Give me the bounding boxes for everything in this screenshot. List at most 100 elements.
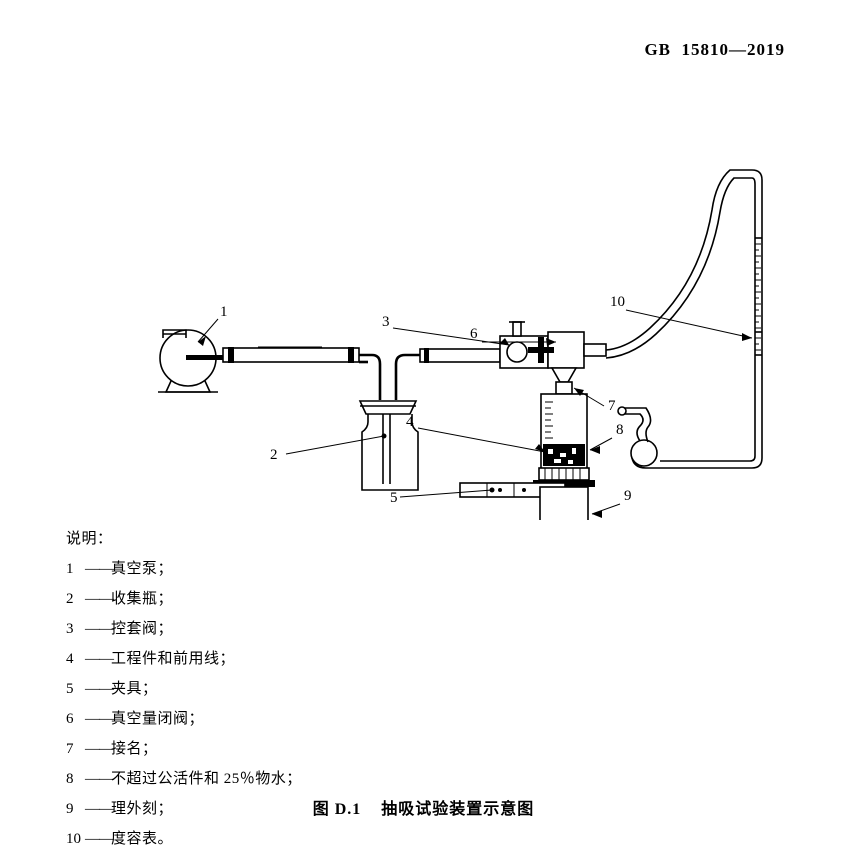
legend-item-number: 3 [66, 621, 74, 637]
tube-collar-right [348, 347, 354, 363]
tube-horizontal-mid [419, 348, 501, 363]
legend-item-number: 5 [66, 681, 74, 697]
legend-item-number: 2 [66, 591, 74, 607]
legend-item: 3 —— 控套阀； [66, 614, 486, 644]
leader-5 [399, 489, 493, 498]
pump-shaft [186, 355, 228, 360]
legend-item-number: 9 [66, 801, 74, 817]
leader-2 [285, 435, 385, 455]
manometer-outer-wall [660, 169, 763, 469]
leader-8 [589, 437, 613, 451]
legend-item: 10 —— 度容表。 [66, 824, 486, 854]
arrowhead-6 [546, 338, 556, 346]
cylinder-body [539, 486, 589, 520]
apparatus-schematic: 1 2 3 4 5 6 7 [158, 169, 763, 520]
manometer-scale [755, 237, 762, 356]
standard-code-header: GB 15810—2019 [644, 40, 785, 59]
leader-1 [197, 318, 219, 343]
legend-item: 7 —— 接名； [66, 734, 486, 764]
collar-ribs [544, 468, 581, 480]
arrowhead-4 [535, 444, 545, 452]
arrowhead-1 [198, 336, 206, 346]
legend-title: 说明： [66, 531, 113, 547]
legend-item-text: 不超过公活件和 25％物水； [111, 771, 302, 787]
manometer-group [617, 169, 763, 469]
legend-item-number: 10 [66, 831, 81, 847]
legend-dash: —— [85, 621, 114, 637]
tube-collar-mid [424, 348, 429, 363]
scale-minor-ticks [755, 243, 761, 351]
callout-number-7: 7 [608, 398, 616, 414]
legend-item-text: 理外刻； [111, 801, 174, 817]
valve-down-adapter [550, 367, 578, 383]
legend-item-text: 夹具； [111, 681, 158, 697]
leader-10 [625, 309, 753, 339]
arrowhead-7 [574, 388, 584, 396]
filter-speck-e [568, 460, 573, 464]
legend-item-number: 8 [66, 771, 74, 787]
valve-block-group [499, 321, 607, 395]
syringe-holder-group [533, 393, 595, 487]
tee-to-valve-tube [419, 348, 501, 363]
lower-cylinder-group [539, 486, 589, 520]
legend-item-text: 收集瓶； [111, 591, 174, 607]
legend-item-number: 6 [66, 711, 74, 727]
pump-to-tee-tube [222, 346, 360, 363]
valve-cross-v [538, 337, 544, 363]
callout-number-9: 9 [624, 488, 632, 504]
filter-speck-b [560, 453, 566, 457]
callout-number-4: 4 [406, 414, 414, 430]
legend-item-number: 1 [66, 561, 74, 577]
legend-item-number: 4 [66, 651, 74, 667]
legend-item: 2 —— 收集瓶； [66, 584, 486, 614]
callout-layer: 1 2 3 4 5 6 7 [197, 294, 753, 518]
legend-item-text: 工程件和前用线； [111, 651, 236, 667]
tee-and-bottle-group [358, 353, 420, 491]
leader-dot-2 [381, 433, 387, 439]
legend-item-text: 接名； [111, 741, 158, 757]
bulb-nozzle-tip [617, 406, 627, 416]
legend-item-text: 真空量闭阀； [111, 711, 205, 727]
valve-outlet-stub [583, 343, 607, 357]
clamp-pin-b [522, 488, 526, 492]
tube-elbow-down [359, 353, 382, 400]
stopcock-stem [512, 321, 522, 337]
hose-inner-edge [605, 177, 752, 359]
figure-diagram: 1 2 3 4 5 6 7 [0, 70, 847, 520]
bulb-hook-neck [624, 413, 644, 442]
manometer-bulb-group [617, 406, 660, 469]
legend-item: 1 —— 真空泵； [66, 554, 486, 584]
tube-collar-left [228, 347, 234, 363]
filter-speck-a [548, 449, 553, 454]
legend-dash: —— [85, 651, 114, 667]
legend-dash: —— [85, 711, 114, 727]
leader-dot-5 [489, 487, 495, 493]
legend-item: 5 —— 夹具； [66, 674, 486, 704]
legend-item-text: 度容表。 [111, 831, 174, 847]
legend-item: 6 —— 真空量闭阀； [66, 704, 486, 734]
legend-item-number: 7 [66, 741, 74, 757]
callout-number-10: 10 [610, 294, 625, 310]
callout-number-1: 1 [220, 304, 228, 320]
clamp-pin-a [498, 488, 502, 492]
legend-dash: —— [85, 801, 114, 817]
bottle-body [361, 414, 419, 491]
holder-ribbed-collar [538, 467, 590, 481]
arrowhead-9 [592, 510, 602, 518]
legend-dash: —— [85, 831, 114, 847]
hose-outer-edge [605, 169, 752, 351]
manometer-inner-wall [660, 177, 756, 462]
leader-4 [417, 427, 546, 453]
callout-number-3: 3 [382, 314, 390, 330]
legend-dash: —— [85, 741, 114, 757]
legend-dash: —— [85, 591, 114, 607]
legend-item-text: 控套阀； [111, 621, 174, 637]
tube-riser-right [394, 353, 420, 400]
callout-number-5: 5 [390, 490, 398, 506]
legend-item-text: 真空泵； [111, 561, 174, 577]
vacuum-shutoff-valve [528, 331, 585, 369]
curved-hose-group [605, 169, 752, 359]
arrowhead-8 [590, 446, 600, 454]
vacuum-pump-group [158, 329, 228, 393]
callout-number-2: 2 [270, 447, 278, 463]
